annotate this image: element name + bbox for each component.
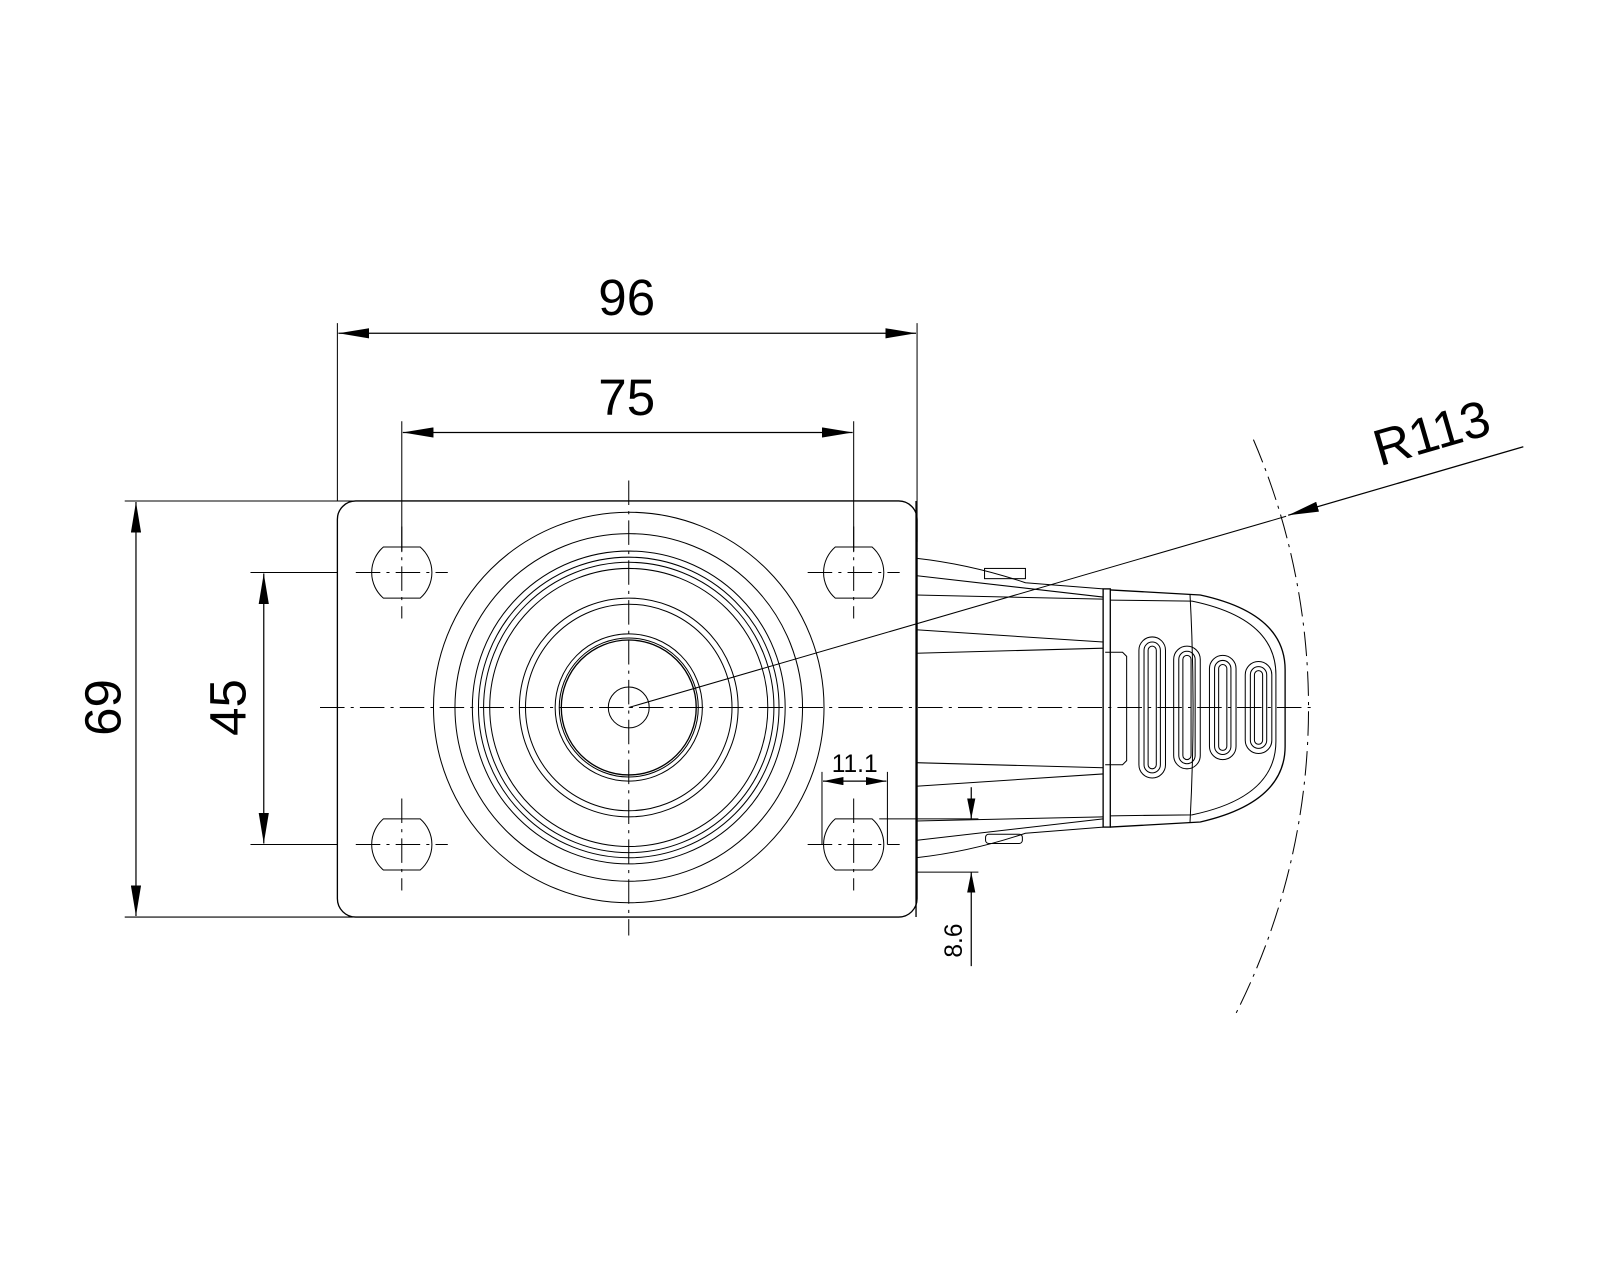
swivel-ring (518, 597, 739, 818)
swivel-ring (489, 567, 769, 848)
dimension-plate-width: 96 (336, 269, 918, 542)
body-line (916, 762, 1104, 769)
swivel-rings (432, 511, 825, 904)
center-lines (320, 439, 1314, 1018)
dimension-hole-spacing-y: 45 (199, 572, 338, 845)
pedal-joint (1102, 588, 1111, 828)
pedal-inner-outline (1110, 599, 1277, 817)
dimension-hole-width: 11.1 (821, 751, 888, 845)
mounting-hole (371, 818, 433, 871)
body-line (916, 647, 1104, 654)
pedal-divider (1189, 594, 1194, 823)
top-bracket (984, 567, 1026, 580)
dimension-hole-spacing-x: 75 (401, 369, 855, 553)
body-bottom-outline (915, 826, 1104, 859)
bottom-bracket (985, 833, 1023, 844)
radius-leader (628, 515, 1287, 708)
dimension-label: 45 (199, 679, 256, 736)
dimension-label: R113 (1367, 389, 1497, 477)
body-line (916, 773, 1104, 787)
swivel-radius-arc (1233, 439, 1310, 1018)
swivel-ring (483, 561, 775, 854)
swivel-ring (558, 637, 699, 778)
grip-slot (1178, 650, 1196, 765)
pedal-tab (1105, 651, 1128, 766)
swivel-ring (560, 639, 697, 776)
grip-slot (1182, 654, 1192, 761)
body-line (915, 818, 1104, 841)
grip-slot (1218, 664, 1228, 751)
dimension-label: 8.6 (941, 924, 968, 958)
dimension-label: 75 (598, 369, 655, 426)
swivel-ring (524, 603, 733, 812)
grip-slot (1214, 659, 1232, 756)
brake-body (915, 500, 1286, 918)
grip-slot (1249, 666, 1268, 749)
grip-slot (1208, 654, 1237, 761)
grip-slot (1244, 660, 1273, 754)
grip-slot (1253, 670, 1264, 745)
mounting-hole (823, 546, 885, 599)
dimension-plate-length: 69 (75, 500, 353, 918)
swivel-ring (554, 633, 703, 782)
body-top-outline (915, 557, 1104, 590)
body-line (915, 575, 1104, 598)
body-line (916, 629, 1104, 643)
dimension-swivel-radius: R113 (628, 389, 1524, 708)
swivel-ring (607, 686, 650, 729)
grip-slot (1138, 636, 1167, 779)
dimension-label: 11.1 (832, 751, 878, 778)
mounting-hole (371, 546, 433, 599)
grip-slot (1143, 641, 1161, 774)
dimension-offset: 8.6 (879, 787, 979, 967)
mounting-hole (823, 818, 885, 871)
dimension-label: 96 (598, 269, 655, 326)
swivel-ring (454, 533, 804, 882)
swivel-ring (471, 550, 786, 865)
swivel-ring (432, 511, 825, 904)
grip-slot (1147, 645, 1157, 770)
body-line (916, 816, 1104, 822)
grip-slot (1173, 645, 1201, 770)
pedal-outline (1110, 589, 1286, 828)
dimension-label: 69 (75, 679, 132, 736)
mounting-plate (336, 500, 918, 918)
dimension-line (1288, 446, 1524, 516)
swivel-ring (477, 556, 780, 859)
mounting-holes (355, 526, 900, 891)
pedal-grip-slots (1138, 636, 1273, 779)
